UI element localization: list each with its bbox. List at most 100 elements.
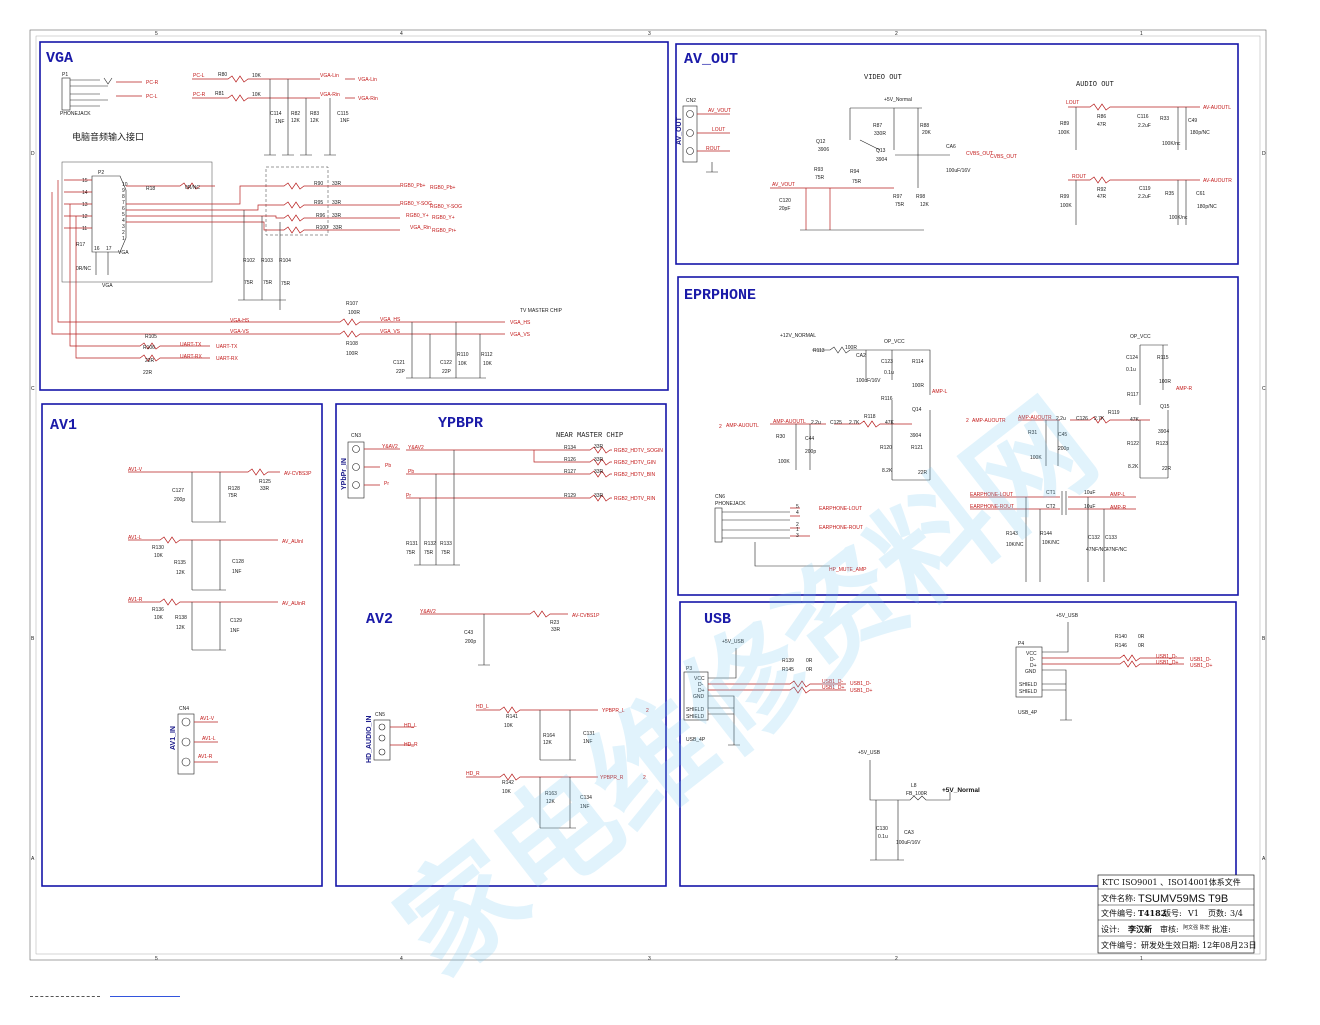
c122: C122	[440, 360, 452, 366]
r95: R95	[314, 200, 323, 206]
r130-val: 10K	[154, 553, 164, 559]
vga-title: VGA	[46, 50, 73, 67]
net-rout-2: ROUT	[1072, 174, 1086, 180]
svg-text:16: 16	[94, 246, 100, 252]
net-vga-rin2: VGA_Rin	[410, 225, 431, 231]
r103: R103	[261, 258, 273, 264]
c45-val: 200p	[1058, 446, 1069, 452]
net-amp-auoutl-1: AMP-AUOUTL	[726, 423, 759, 429]
r132-val: 75R	[424, 550, 434, 556]
r116: R116	[881, 396, 893, 402]
r117-val: 47K	[1130, 417, 1140, 423]
eprphone-section	[677, 276, 1239, 596]
r81-val: 10K	[252, 92, 262, 98]
footer-rule-right	[110, 996, 180, 997]
r89-val: 100K	[1058, 130, 1070, 136]
svg-text:5: 5	[122, 212, 125, 218]
c127: C127	[172, 488, 184, 494]
av-out-5v: +5V_Normal	[884, 97, 912, 103]
r83-val: 12K	[310, 118, 320, 124]
r139: R139	[782, 658, 794, 664]
l8: L8	[911, 783, 917, 789]
r35: R35	[1165, 191, 1174, 197]
audio-out-label: AUDIO OUT	[1076, 81, 1114, 89]
p3-shield-2: SHIELD	[686, 714, 704, 720]
q12-val: 3906	[818, 147, 829, 153]
r133: R133	[440, 541, 452, 547]
svg-text:14: 14	[82, 190, 88, 196]
cn5-name: HD_AUDIO_IN	[366, 716, 373, 763]
r93-val: 75R	[815, 175, 825, 181]
op-vcc-2: OP_VCC	[1130, 334, 1151, 340]
eprphone-title: EPRPHONE	[684, 287, 756, 304]
p4-vcc: VCC	[1026, 651, 1037, 657]
c133-val: 47NF/NC	[1106, 547, 1127, 553]
eprphone-num-left: 2	[719, 424, 722, 430]
net-rgb2-gin: RGB2_HDTV_GIN	[614, 460, 656, 466]
svg-text:15: 15	[82, 178, 88, 184]
net-av1-v-2: AV1-V	[200, 716, 215, 722]
net-rgb2-sogin: RGB2_HDTV_SOGIN	[614, 448, 663, 454]
net-vga-lin: VGA-Lin	[320, 73, 339, 79]
v12-normal: +12V_NORMAL	[780, 333, 816, 339]
r119-val: 2.7K	[1094, 416, 1105, 422]
r112-val: 10K	[483, 361, 493, 367]
net-usb1-dp-2: USB1_D+	[1156, 660, 1178, 666]
net-earphone-lout-2: EARPHONE-LOUT	[970, 492, 1013, 498]
r141-val: 10K	[504, 723, 514, 729]
ca3-val: 100uF/16V	[896, 840, 921, 846]
net-amp-r-2: AMP-R	[1110, 505, 1127, 511]
tb-design-label: 设计:	[1101, 924, 1120, 934]
net-rgb2-bin: RGB2_HDTV_BIN	[614, 472, 656, 478]
usb-5v-2: +5V_USB	[1056, 613, 1079, 619]
c132: C132	[1088, 535, 1100, 541]
av-out-section	[675, 43, 1239, 265]
r102-val: 75R	[244, 280, 254, 286]
net-ypbpr-pr-2: Pr	[406, 493, 411, 499]
net-av-cvbs3p: AV-CVBS3P	[284, 471, 312, 477]
ct2-val: 10uF	[1084, 504, 1095, 510]
tb-date-label: 文件编号：研发处生效日期:	[1101, 940, 1200, 950]
r138: R138	[175, 615, 187, 621]
r145-val: 0R	[806, 667, 813, 673]
svg-text:5: 5	[155, 956, 158, 962]
ca3: CA3	[904, 830, 914, 836]
r97: R97	[893, 194, 902, 200]
c119: C119	[1139, 186, 1151, 192]
net-av-cvbs1p: AV-CVBS1P	[572, 613, 600, 619]
svg-text:13: 13	[82, 202, 88, 208]
r114-val: 100R	[912, 383, 924, 389]
net-hp-mute: HP_MUTE_AMP	[829, 567, 867, 573]
r95-val: 33R	[332, 200, 342, 206]
net-vga-rin: VGA-Rin	[320, 92, 340, 98]
p4-ref: P4	[1018, 641, 1024, 647]
net-lout: LOUT	[712, 127, 725, 133]
r94: R94	[850, 169, 859, 175]
net-av-auoutl: AV-AUOUTL	[1203, 105, 1231, 111]
r121: R121	[911, 445, 923, 451]
ypbpr-section	[335, 403, 667, 887]
tb-name-label: 文件名称:	[1101, 893, 1136, 903]
r133-val: 75R	[441, 550, 451, 556]
svg-text:3: 3	[796, 533, 799, 539]
r138-val: 12K	[176, 625, 186, 631]
net-av1-l-1: AV1-L	[128, 535, 142, 541]
ypbpr-title: YPBPR	[438, 415, 483, 432]
ca2-val: 100uF/16V	[856, 378, 881, 384]
svg-text:4: 4	[122, 218, 125, 224]
r164-val: 12K	[543, 740, 553, 746]
tb-review-label: 审核:	[1160, 924, 1179, 934]
ct1-val: 10uF	[1084, 490, 1095, 496]
svg-text:3: 3	[648, 31, 651, 37]
tb-cert: KTC ISO9001 、ISO14001体系文件	[1102, 877, 1241, 887]
net-usb1-dp-port2: USB1_D+	[1190, 663, 1212, 669]
net-ypbpr-r: YPBPR_R	[600, 775, 624, 781]
r99: R99	[1060, 194, 1069, 200]
net-av-vout: AV_VOUT	[708, 108, 731, 114]
net-amp-r: AMP-R	[1176, 386, 1193, 392]
svg-text:2: 2	[895, 956, 898, 962]
svg-text:11: 11	[82, 226, 87, 232]
c49: C49	[1188, 118, 1197, 124]
r30: R30	[776, 434, 785, 440]
r118: R118	[864, 414, 876, 420]
